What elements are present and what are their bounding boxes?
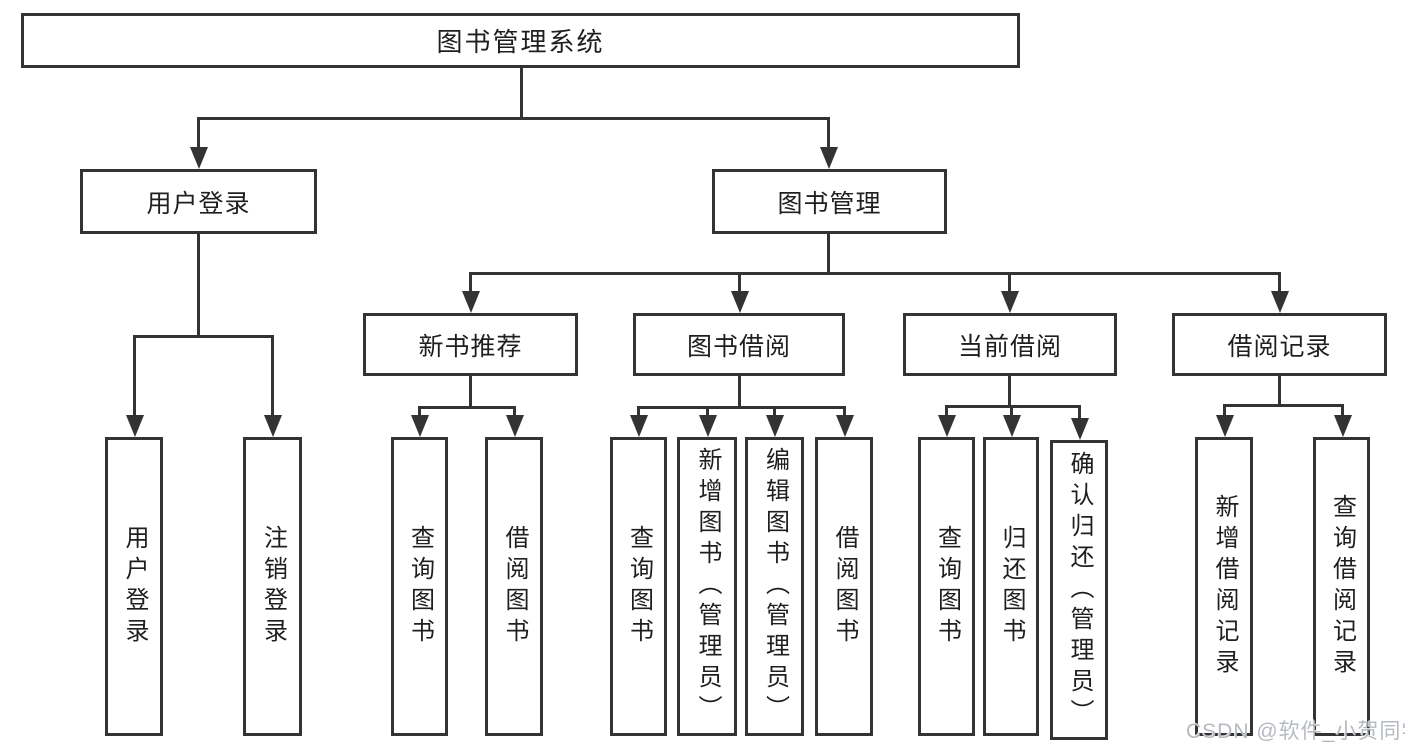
arrow-down-to-leaf-query-book-2 (637, 406, 640, 415)
arrow-down-to-leaf-query-book-1 (418, 406, 421, 415)
node-book-management: 图书管理 (712, 169, 947, 234)
arrow-down-to-book-mgmt (827, 117, 830, 147)
leaf-confirm-return-admin: 确认归还（管理员） (1050, 440, 1108, 740)
arrow-down-to-leaf-query-record (1341, 404, 1344, 415)
connector-root-stem (520, 68, 523, 117)
connector-book-borrow-stem (738, 376, 741, 406)
leaf-add-book-admin: 新增图书（管理员） (677, 437, 737, 736)
arrow-down-to-leaf-logout (271, 335, 274, 415)
arrow-down-to-leaf-return-book (1010, 405, 1013, 415)
leaf-edit-book-admin: 编辑图书（管理员） (745, 437, 804, 736)
arrow-down-to-leaf-borrow-book-1 (513, 406, 516, 415)
connector-new-book-rec-rail (418, 406, 516, 409)
arrow-down-to-leaf-user-login (133, 335, 136, 415)
leaf-user-login: 用户登录 (105, 437, 163, 736)
connector-book-borrow-rail (637, 406, 846, 409)
connector-borrow-records-rail (1223, 404, 1344, 407)
node-new-book-recommend: 新书推荐 (363, 313, 578, 376)
leaf-add-borrow-record: 新增借阅记录 (1195, 437, 1253, 736)
connector-user-login-stem (197, 234, 200, 335)
arrow-down-to-leaf-query-book-3 (945, 405, 948, 415)
watermark-text: CSDN @软件_小贺同学 (1186, 720, 1405, 743)
connector-book-mgmt-stem (827, 234, 830, 272)
connector-root-rail (197, 117, 829, 120)
arrow-down-to-leaf-add-record (1223, 404, 1226, 415)
leaf-return-book: 归还图书 (983, 437, 1039, 736)
leaf-borrow-book-recommend: 借阅图书 (485, 437, 543, 736)
node-root: 图书管理系统 (21, 13, 1020, 68)
arrow-down-to-borrow-records (1278, 272, 1281, 291)
node-current-borrow: 当前借阅 (903, 313, 1117, 376)
leaf-query-book-current: 查询图书 (918, 437, 975, 736)
connector-current-borrow-rail (945, 405, 1081, 408)
arrow-down-to-user-login (197, 117, 200, 147)
leaf-borrow-book: 借阅图书 (815, 437, 873, 736)
arrow-down-to-leaf-add-book (706, 406, 709, 415)
arrow-down-to-book-borrow (738, 272, 741, 291)
connector-new-book-rec-stem (469, 376, 472, 406)
leaf-query-borrow-record: 查询借阅记录 (1313, 437, 1370, 736)
node-user-login: 用户登录 (80, 169, 317, 234)
connector-book-mgmt-rail (469, 272, 1280, 275)
arrow-down-to-leaf-edit-book (773, 406, 776, 415)
node-borrow-records: 借阅记录 (1172, 313, 1387, 376)
leaf-query-book-borrow: 查询图书 (610, 437, 667, 736)
arrow-down-to-leaf-borrow-book-2 (843, 406, 846, 415)
connector-current-borrow-stem (1008, 376, 1011, 405)
arrow-down-to-new-book-rec (469, 272, 472, 291)
arrow-down-to-current-borrow (1008, 272, 1011, 291)
arrow-down-to-leaf-confirm-return (1078, 405, 1081, 418)
connector-borrow-records-stem (1278, 376, 1281, 404)
connector-user-login-rail (133, 335, 274, 338)
leaf-query-book-recommend: 查询图书 (391, 437, 448, 736)
leaf-logout: 注销登录 (243, 437, 302, 736)
node-book-borrow: 图书借阅 (633, 313, 845, 376)
